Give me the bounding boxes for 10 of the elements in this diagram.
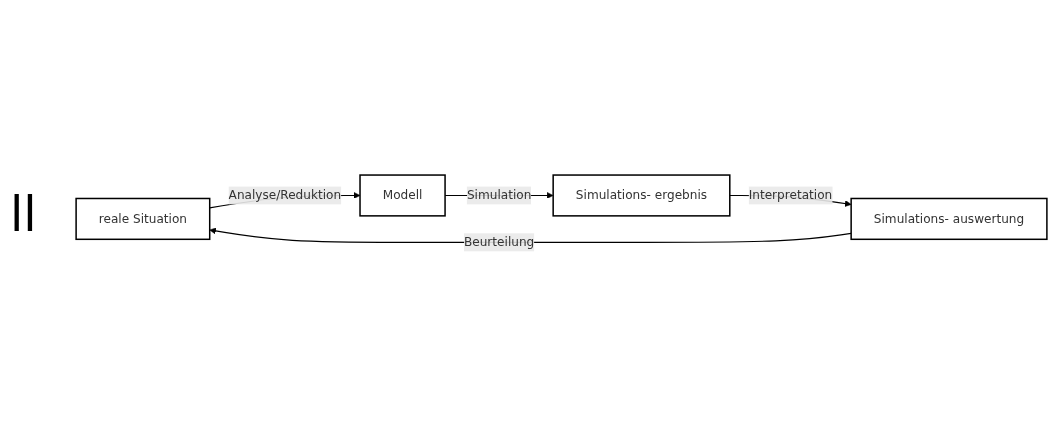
edge-label: Interpretation <box>748 188 833 203</box>
edge-label: Analyse/Reduktion <box>228 188 342 203</box>
node-box: Simulations- auswertung <box>850 198 1048 241</box>
node-box: reale Situation <box>75 198 211 241</box>
node-box: Simulations- ergebnis <box>552 174 731 217</box>
edge-label: Beurteilung <box>463 235 535 250</box>
edge-label: Simulation <box>466 188 532 203</box>
arrow <box>209 227 852 244</box>
node-box: Modell <box>359 174 446 217</box>
text-fragment: ll <box>10 185 38 242</box>
